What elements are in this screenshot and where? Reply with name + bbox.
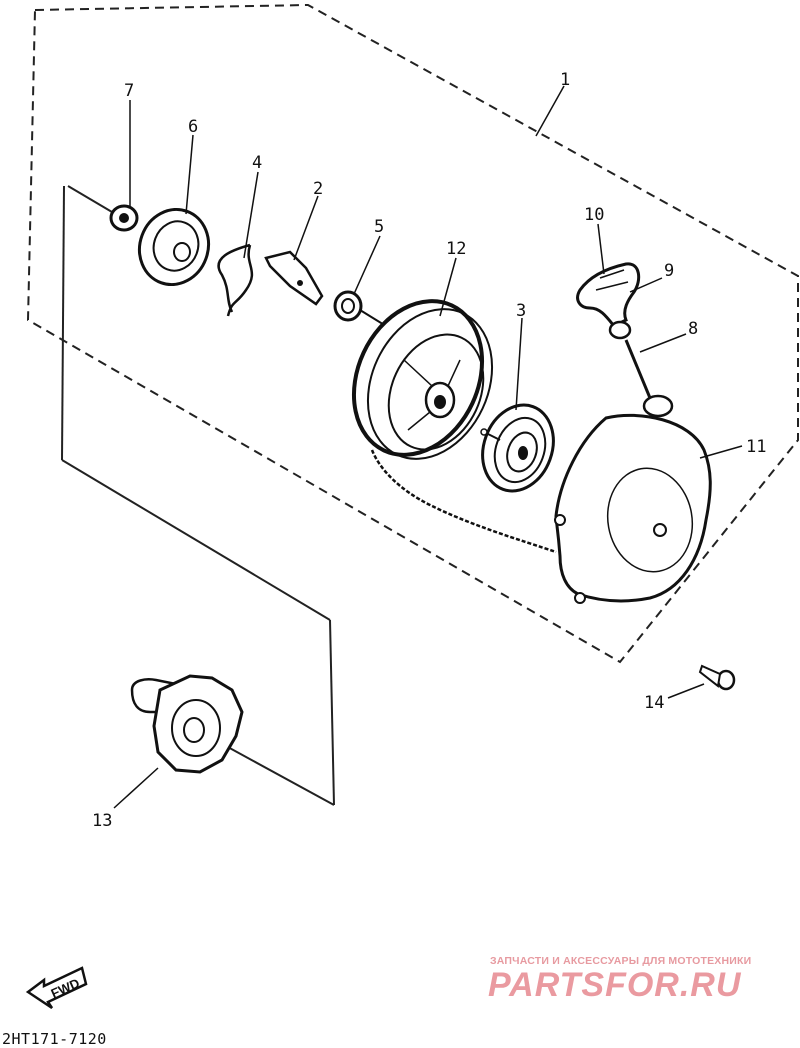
forward-direction-arrow: FWD bbox=[25, 966, 88, 1010]
reference-box-bottom bbox=[214, 739, 335, 806]
label-part-9: 9 bbox=[664, 261, 674, 281]
starter-rope bbox=[370, 449, 557, 554]
watermark-tagline: ЗАПЧАСТИ И АКСЕССУАРЫ ДЛЯ МОТОТЕХНИКИ bbox=[490, 955, 752, 967]
reference-box-left bbox=[61, 185, 65, 461]
reference-box-outline bbox=[67, 185, 113, 213]
assembly-boundary-dashed bbox=[26, 3, 799, 664]
part-5-pawl-spring bbox=[333, 290, 387, 327]
watermark-brand: PARTSFOR.RU bbox=[488, 966, 742, 1004]
part-8-rope-segment bbox=[624, 339, 652, 399]
label-part-6: 6 bbox=[188, 117, 198, 137]
label-part-8: 8 bbox=[688, 319, 698, 339]
label-part-10: 10 bbox=[584, 205, 604, 225]
part-10-starter-handle bbox=[576, 262, 641, 328]
part-13-drive-pulley bbox=[130, 674, 244, 774]
reference-box-diagonal bbox=[61, 459, 331, 621]
part-11-starter-case bbox=[554, 394, 712, 604]
label-part-2: 2 bbox=[313, 179, 323, 199]
label-part-14: 14 bbox=[644, 693, 664, 713]
part-3-recoil-spring bbox=[480, 403, 555, 493]
part-2-pawl bbox=[264, 250, 324, 306]
part-14-bolt bbox=[698, 664, 736, 691]
fwd-label: FWD bbox=[49, 975, 82, 1001]
label-part-3: 3 bbox=[516, 301, 526, 321]
part-6-drive-plate bbox=[138, 207, 210, 287]
label-part-7: 7 bbox=[124, 81, 134, 101]
part-4-spring-clip bbox=[217, 243, 254, 317]
label-part-1: 1 bbox=[560, 70, 570, 90]
label-part-11: 11 bbox=[746, 437, 766, 457]
label-part-12: 12 bbox=[446, 239, 466, 259]
part-7-nut bbox=[109, 204, 139, 232]
part-9-rope-seal bbox=[608, 320, 632, 340]
part-12-sheave-drum bbox=[351, 299, 494, 460]
label-part-4: 4 bbox=[252, 153, 262, 173]
reference-box-right bbox=[329, 619, 335, 806]
leader-lines bbox=[113, 85, 743, 809]
drawing-code: 2HT171-7120 bbox=[2, 1030, 107, 1048]
label-part-5: 5 bbox=[374, 217, 384, 237]
label-part-13: 13 bbox=[92, 811, 112, 831]
